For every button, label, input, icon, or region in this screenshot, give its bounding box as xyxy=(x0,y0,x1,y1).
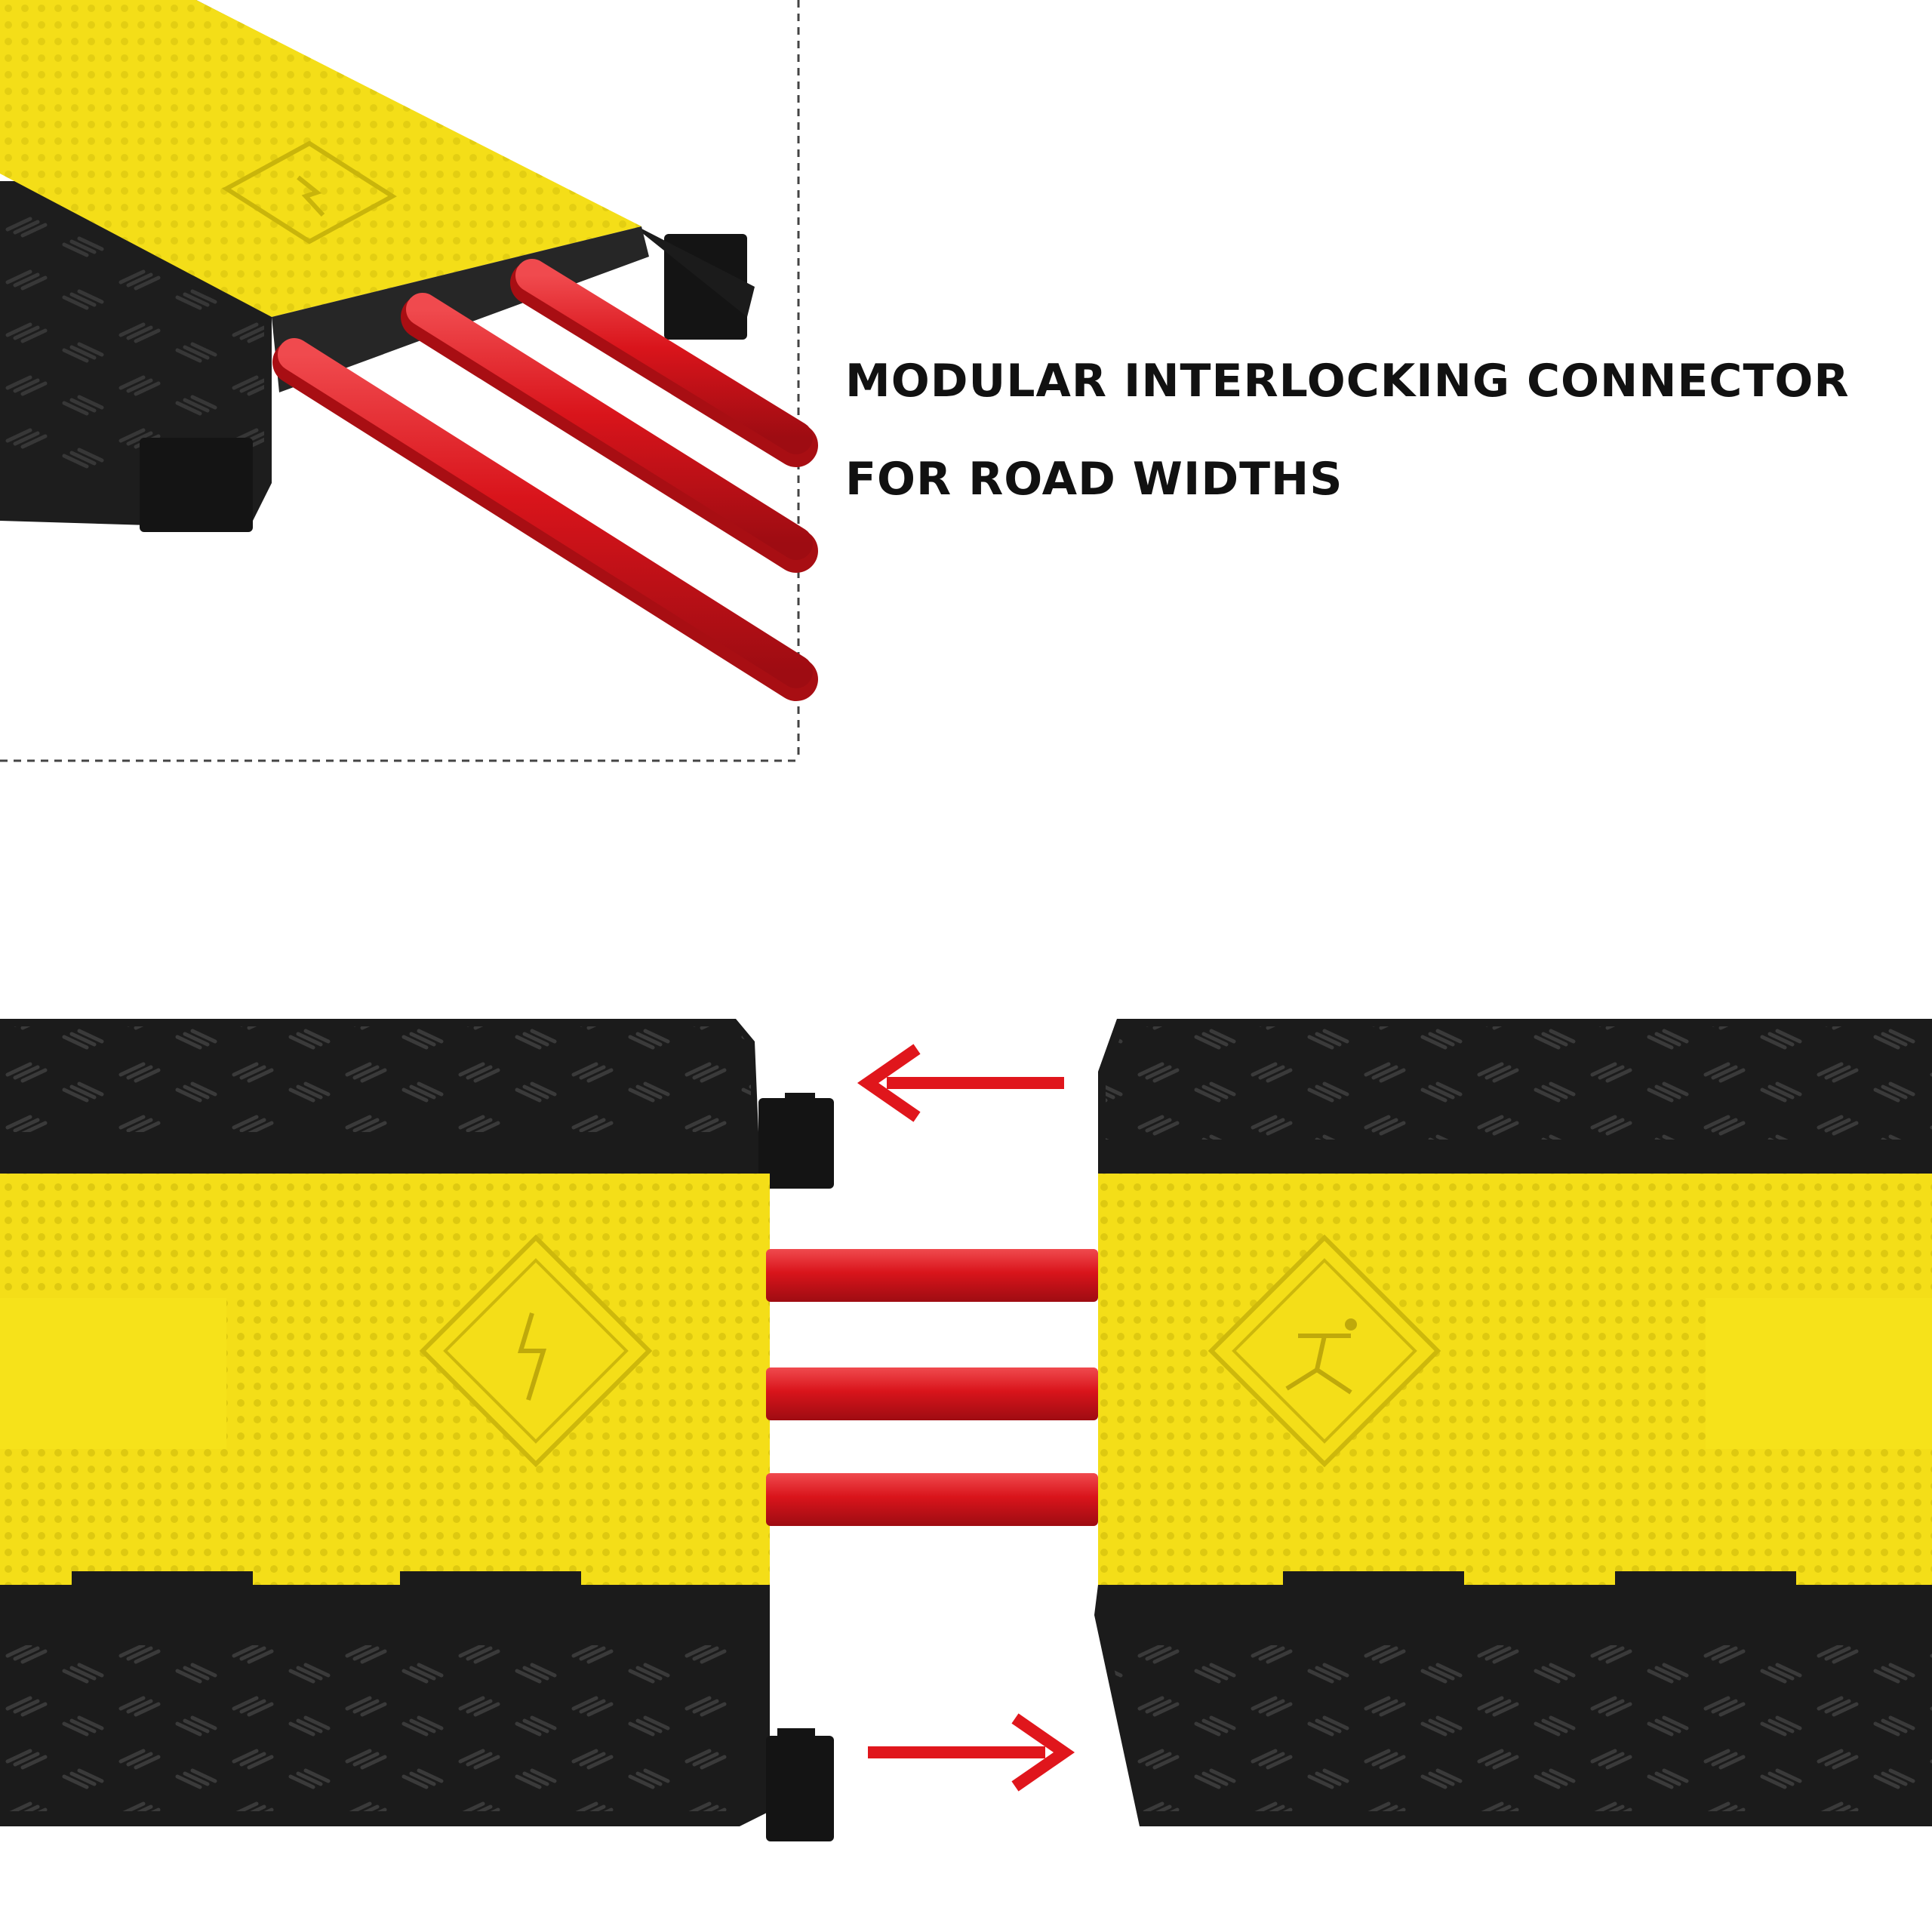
person-falling-icon xyxy=(1285,1334,1352,1395)
right-cable-protector xyxy=(1094,1019,1932,1826)
electric-hazard-icon xyxy=(419,1234,653,1468)
right-smooth-panel xyxy=(1706,1298,1932,1449)
electric-hazard-icon xyxy=(222,140,397,245)
cable xyxy=(766,1249,1098,1302)
left-connector-tab-top xyxy=(758,1098,834,1189)
inset-closeup xyxy=(0,0,818,762)
lightning-bolt-icon xyxy=(517,1312,547,1401)
inset-connector-tab xyxy=(140,438,253,532)
inset-cables xyxy=(272,259,818,701)
trip-hazard-icon xyxy=(1208,1234,1441,1468)
arrow-right-icon xyxy=(868,1713,1075,1792)
cable xyxy=(766,1473,1098,1526)
cables-between xyxy=(766,1249,1098,1526)
lightning-bolt-icon xyxy=(297,175,325,217)
caption-line-1: MODULAR INTERLOCKING CONNECTOR xyxy=(845,355,1850,408)
arrow-left-icon xyxy=(857,1044,1064,1122)
left-smooth-panel xyxy=(0,1298,226,1449)
left-connector-tab-bottom xyxy=(766,1736,834,1841)
feature-caption: MODULAR INTERLOCKING CONNECTOR FOR ROAD … xyxy=(845,332,1902,528)
left-cable-protector xyxy=(0,1019,834,1841)
caption-line-2: FOR ROAD WIDTHS xyxy=(845,453,1343,506)
cable xyxy=(766,1367,1098,1420)
